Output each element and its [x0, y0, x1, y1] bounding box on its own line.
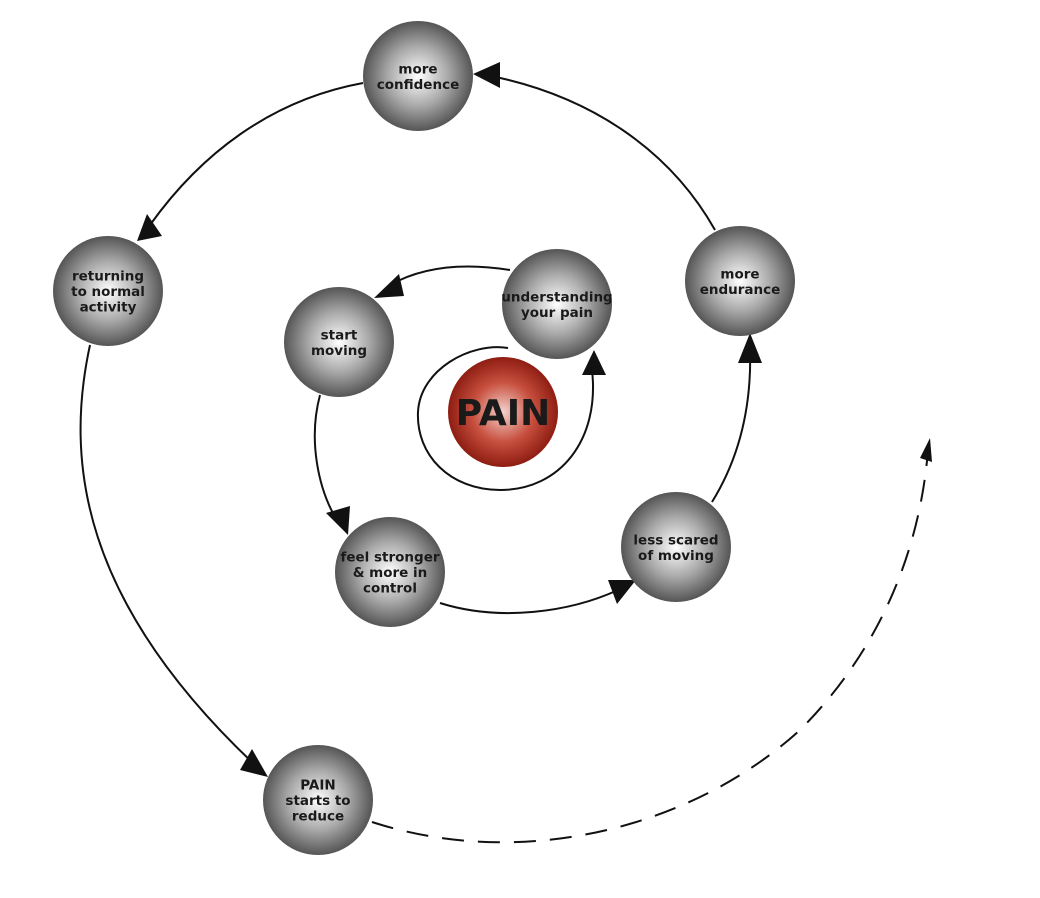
- node-circle: [53, 236, 163, 346]
- arrow-head-icon: [608, 580, 636, 604]
- node-label-line: & more in: [353, 565, 428, 581]
- path-pain-to-understanding: [416, 346, 594, 492]
- node-label-line: control: [363, 581, 417, 597]
- node-label-line: confidence: [377, 77, 459, 93]
- node-circle: [685, 226, 795, 336]
- node-label-line: your pain: [521, 305, 593, 321]
- node-label-line: moving: [311, 343, 367, 359]
- arrow-head-icon: [473, 62, 500, 88]
- node-label-line: PAIN: [300, 778, 335, 794]
- node-label-line: returning: [72, 269, 144, 285]
- node-circle: [363, 21, 473, 131]
- node-label-line: of moving: [638, 548, 714, 564]
- node-label-line: activity: [80, 300, 137, 316]
- node-label-line: understanding: [501, 289, 612, 305]
- path-feel-to-less: [439, 589, 619, 615]
- node-circle: [502, 249, 612, 359]
- path-confidence-to-returning: [149, 82, 364, 226]
- center-pain-node: PAIN: [448, 357, 558, 467]
- dashed-continuation-path: [371, 449, 929, 844]
- center-pain-circle: [448, 357, 558, 467]
- center-pain-label: PAIN: [456, 393, 550, 434]
- node-label-line: more: [398, 61, 437, 77]
- arrow-head-icon: [738, 333, 762, 363]
- path-less-to-endurance: [711, 347, 752, 503]
- arrow-head-icon: [582, 350, 606, 375]
- path-endurance-to-confidence: [485, 74, 716, 231]
- node-label-line: feel stronger: [340, 550, 439, 566]
- node-label-line: reduce: [292, 809, 344, 825]
- node-label-line: less scared: [633, 532, 718, 548]
- path-returning-to-pain-reduce: [79, 344, 256, 766]
- node-label-line: starts to: [285, 793, 350, 809]
- node-circle: [263, 745, 373, 855]
- path-understanding-to-start: [389, 265, 511, 286]
- node-circle: [284, 287, 394, 397]
- node-circle: [335, 517, 445, 627]
- arrow-head-icon: [920, 438, 932, 462]
- arrow-head-icon: [240, 749, 268, 777]
- node-circle: [621, 492, 731, 602]
- node-label-line: to normal: [71, 284, 145, 300]
- spiral-paths: [79, 74, 929, 844]
- node-label-line: start: [321, 327, 358, 343]
- arrow-heads: [137, 62, 932, 777]
- arrow-head-icon: [374, 274, 404, 298]
- arrow-head-icon: [326, 506, 350, 535]
- node-label-line: more: [720, 266, 759, 282]
- node-label-line: endurance: [700, 282, 781, 298]
- path-start-to-feel: [313, 394, 339, 523]
- arrow-head-icon: [137, 214, 162, 241]
